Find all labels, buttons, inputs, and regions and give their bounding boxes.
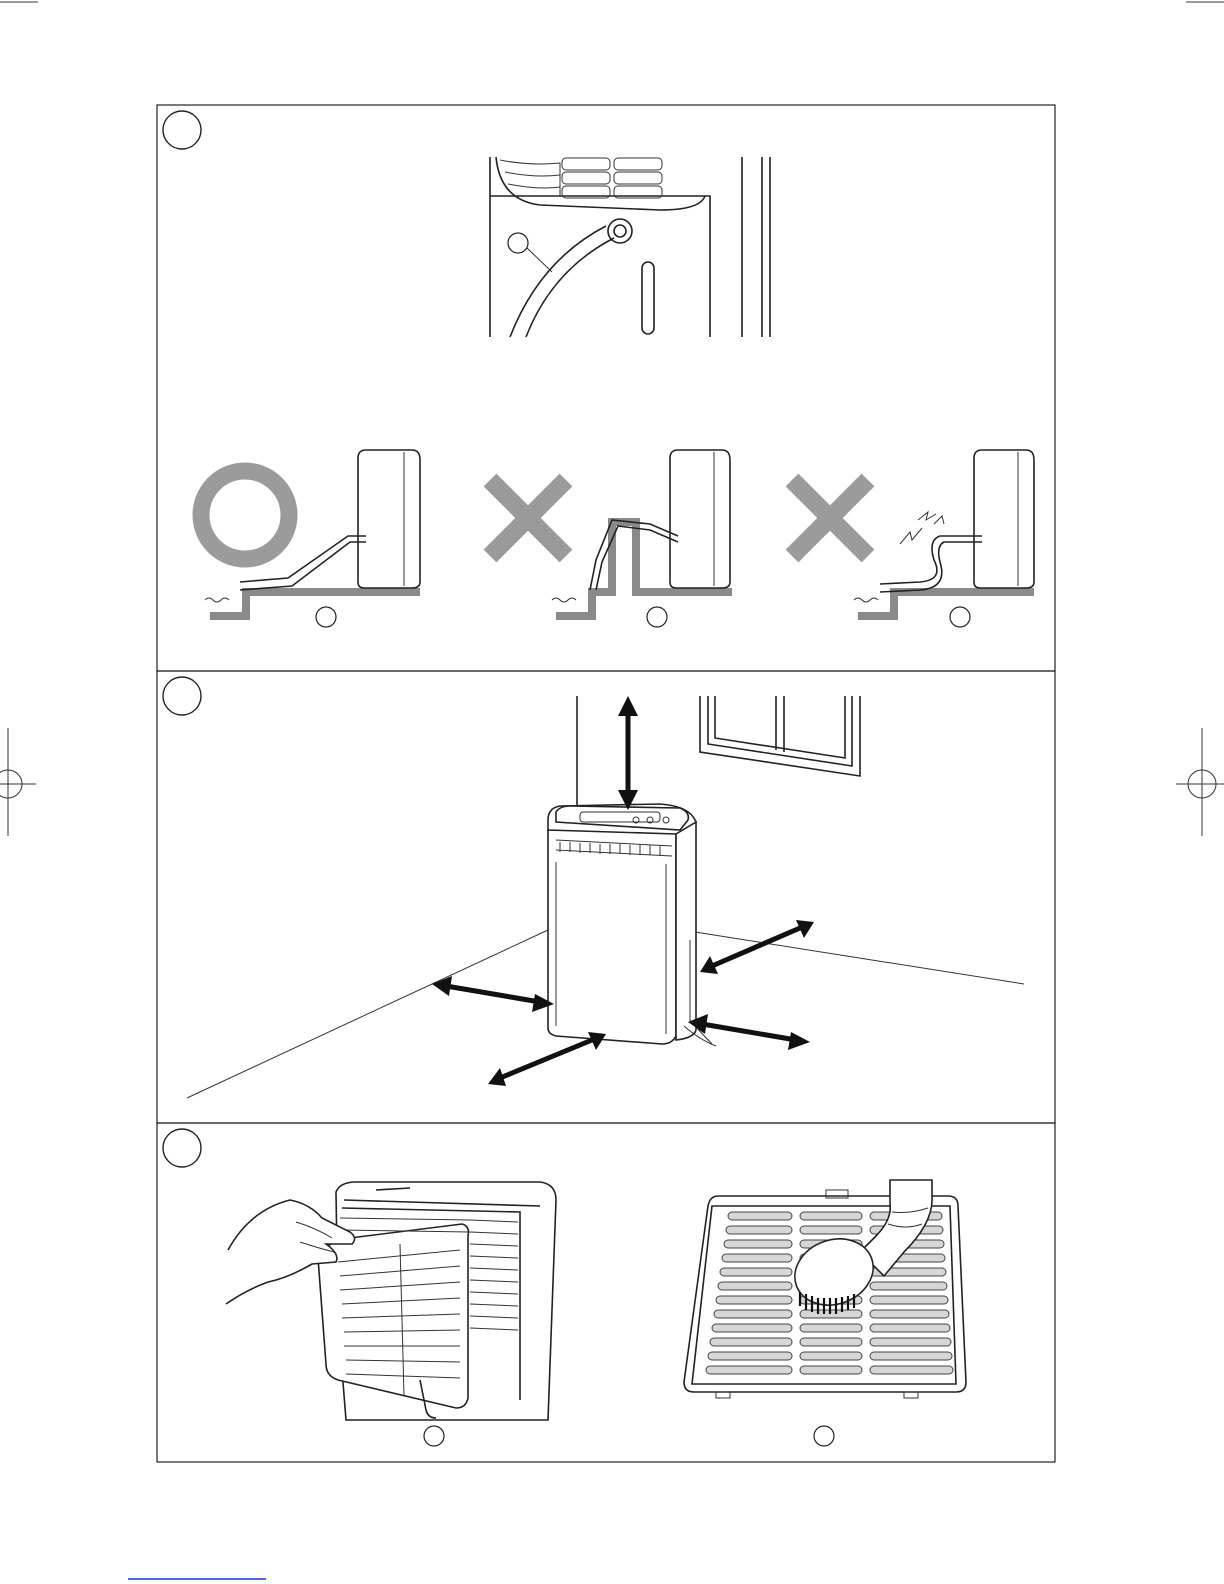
cross-x-icon — [792, 480, 868, 556]
cross-x-icon — [490, 480, 566, 556]
double-arrow-icon — [618, 696, 638, 810]
filter-vacuum-illustration — [684, 1180, 966, 1398]
double-arrow-icon — [700, 920, 814, 974]
drainage-scenario-incorrect-kinked — [792, 450, 1034, 627]
double-arrow-icon — [488, 1032, 606, 1086]
panel-3 — [157, 1123, 1055, 1462]
figure-number-badge — [163, 677, 201, 715]
window — [700, 696, 860, 776]
callout-scenario-raised — [647, 607, 667, 627]
panel-2 — [157, 671, 1055, 1123]
callout-hose — [508, 233, 528, 253]
drainage-scenario-incorrect-raised — [490, 450, 732, 627]
double-arrow-icon — [688, 1014, 810, 1050]
panel-1 — [157, 105, 1055, 671]
drainage-scenario-correct — [201, 450, 420, 627]
callout-scenario-correct — [316, 607, 336, 627]
figure-number-badge — [163, 111, 201, 149]
figure-number-badge — [163, 1129, 201, 1167]
callout-scenario-kinked — [950, 607, 970, 627]
callout-filter-vacuum — [814, 1426, 834, 1446]
dehumidifier-unit — [548, 804, 716, 1046]
double-arrow-icon — [432, 976, 554, 1012]
callout-filter-removal — [424, 1426, 444, 1446]
circle-ok-icon — [201, 471, 289, 559]
drain-outlet-closeup — [490, 157, 770, 337]
filter-removal-illustration — [226, 1182, 556, 1420]
